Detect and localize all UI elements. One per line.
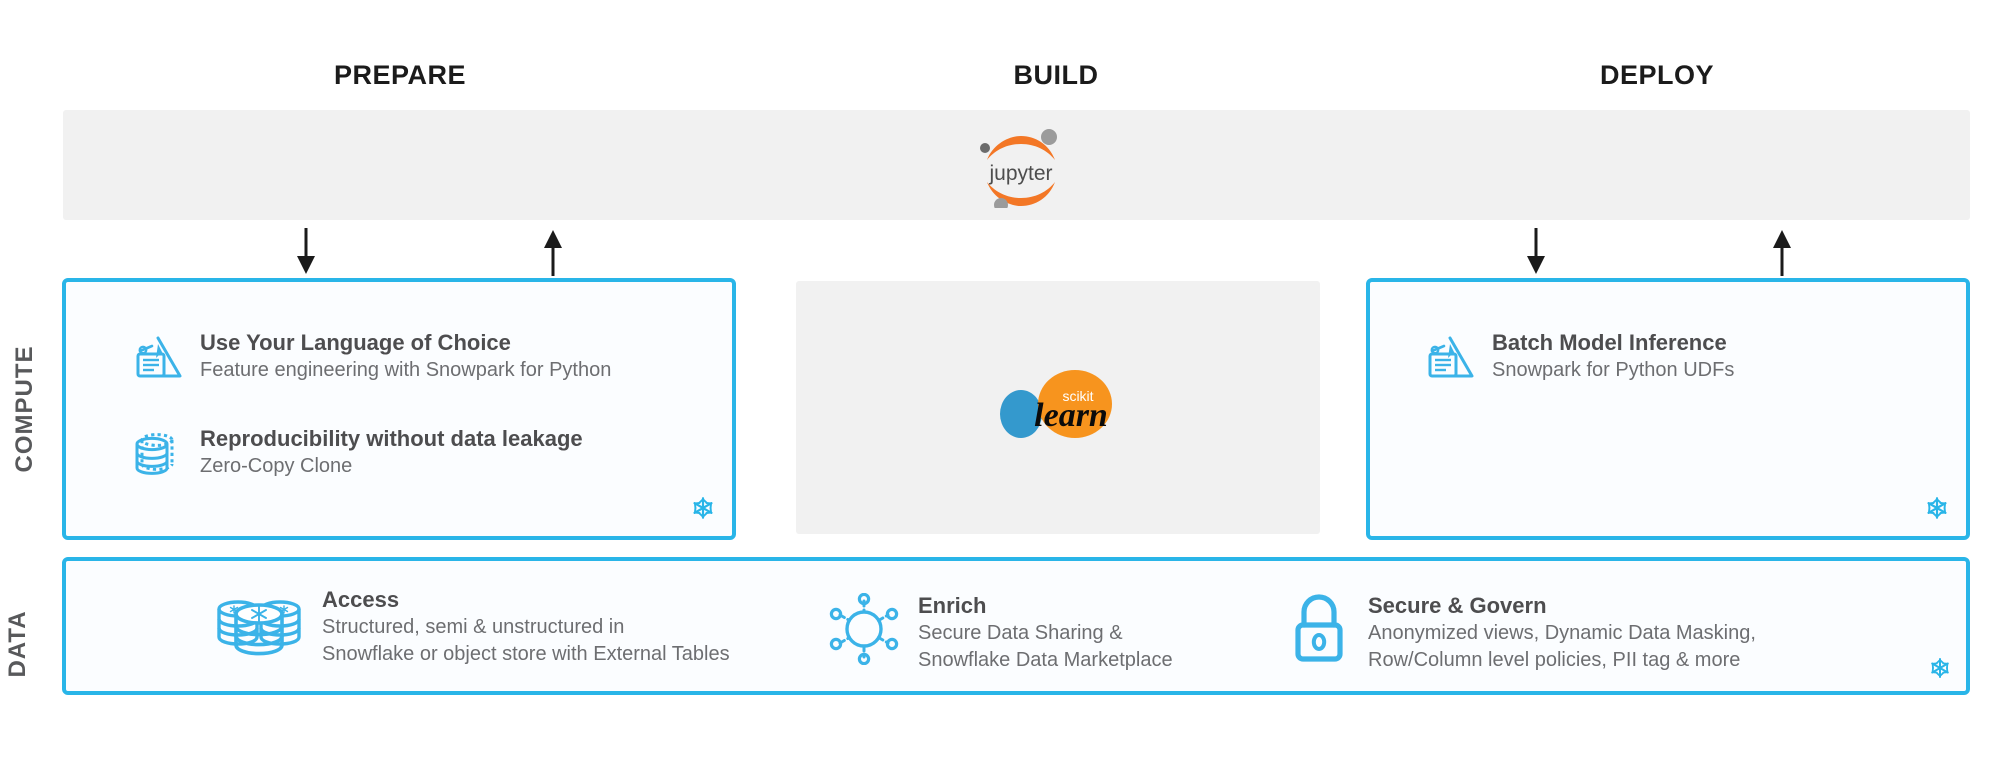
arrow-up-deploy <box>1770 228 1794 281</box>
snowflake-logo <box>1924 495 1950 526</box>
database-clone-icon <box>130 426 184 485</box>
data-item-subtitle-line1: Structured, semi & unstructured in <box>322 616 625 639</box>
network-hexagon-icon <box>828 592 900 670</box>
snowflake-logo <box>690 495 716 526</box>
mountain-document-icon <box>1422 330 1476 389</box>
snowflake-logo <box>1928 656 1952 685</box>
data-item-subtitle-line1: Secure Data Sharing & <box>918 622 1123 645</box>
compute-panel-prepare: Use Your Language of Choice Feature engi… <box>62 278 736 540</box>
feature-row: Use Your Language of Choice Feature engi… <box>130 330 611 389</box>
feature-title: Use Your Language of Choice <box>200 330 511 355</box>
svg-text:learn: learn <box>1034 397 1108 434</box>
lane-label-data: DATA <box>4 610 31 678</box>
feature-subtitle: Snowpark for Python UDFs <box>1492 359 1735 382</box>
data-item-title: Secure & Govern <box>1368 593 1547 618</box>
feature-subtitle: Zero-Copy Clone <box>200 455 353 478</box>
column-header-build: BUILD <box>1013 60 1099 90</box>
column-header-prepare: PREPARE <box>333 60 467 90</box>
data-item-subtitle-line1: Anonymized views, Dynamic Data Masking, <box>1368 622 1756 645</box>
data-item-enrich: Enrich Secure Data Sharing & Snowflake D… <box>828 592 1173 673</box>
data-item-title: Enrich <box>918 593 987 618</box>
arrow-down-prepare <box>294 228 318 281</box>
mountain-document-icon <box>130 330 184 389</box>
data-item-subtitle-line2: Snowflake or object store with External … <box>322 642 730 665</box>
jupyter-logo: jupyter <box>969 122 1065 212</box>
lane-label-compute: COMPUTE <box>11 345 38 473</box>
notebook-bar: jupyter <box>63 110 1970 220</box>
data-item-secure-govern: Secure & Govern Anonymized views, Dynami… <box>1288 593 1756 673</box>
feature-subtitle: Feature engineering with Snowpark for Py… <box>200 359 612 382</box>
compute-panel-build: scikit learn <box>796 281 1320 534</box>
data-item-access: Access Structured, semi & unstructured i… <box>216 587 730 670</box>
compute-panel-deploy: Batch Model Inference Snowpark for Pytho… <box>1366 278 1970 540</box>
feature-row: Reproducibility without data leakage Zer… <box>130 426 583 485</box>
column-header-deploy: DEPLOY <box>1599 60 1715 90</box>
lock-icon <box>1288 593 1350 670</box>
svg-text:jupyter: jupyter <box>988 162 1052 185</box>
arrow-up-prepare <box>541 228 565 281</box>
arrow-down-deploy <box>1524 228 1548 281</box>
data-item-subtitle-line2: Row/Column level policies, PII tag & mor… <box>1368 648 1741 671</box>
feature-title: Batch Model Inference <box>1492 330 1727 355</box>
scikit-learn-logo: scikit learn <box>993 368 1123 448</box>
feature-title: Reproducibility without data leakage <box>200 426 583 451</box>
svg-text:scikit: scikit <box>1062 388 1093 404</box>
snowflake-database-stack-icon <box>216 587 302 670</box>
data-item-subtitle-line2: Snowflake Data Marketplace <box>918 648 1173 671</box>
data-item-title: Access <box>322 587 400 612</box>
data-lane-panel: Access Structured, semi & unstructured i… <box>62 557 1970 695</box>
feature-row: Batch Model Inference Snowpark for Pytho… <box>1422 330 1734 389</box>
